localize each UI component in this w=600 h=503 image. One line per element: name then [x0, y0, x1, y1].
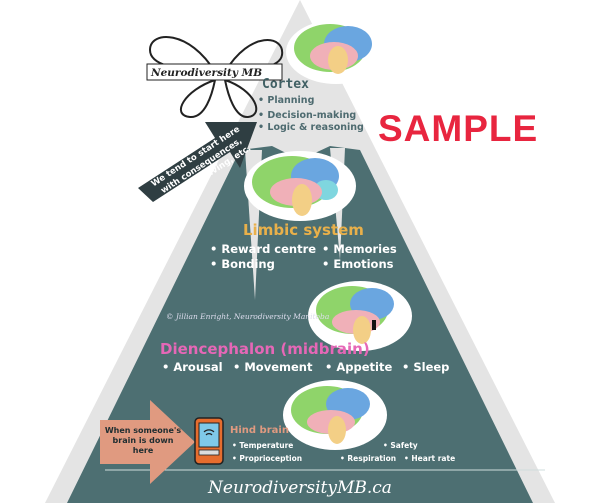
- limbic-item: • Emotions: [322, 257, 394, 271]
- brain-down-here-arrow: [100, 400, 195, 484]
- pyramid-teal: [67, 146, 533, 503]
- diencephalon-item: • Arousal: [162, 360, 223, 374]
- limbic-item: • Bonding: [210, 257, 275, 271]
- hindbrain-item: • Heart rate: [404, 454, 456, 463]
- cortex-list: • Planning • Decision-making • Logic & r…: [258, 95, 364, 134]
- phone-signal-icon: [194, 417, 224, 465]
- cortex-item: • Decision-making: [258, 110, 357, 121]
- butterfly-logo: [146, 36, 284, 119]
- copyright-credit: © Jillian Enright, Neurodiversity Manito…: [166, 312, 330, 321]
- diencephalon-item: • Movement: [233, 360, 313, 374]
- website-url: NeurodiversityMB.ca: [208, 478, 392, 498]
- sample-watermark: SAMPLE: [378, 108, 539, 149]
- brain-image-limbic: [244, 151, 356, 221]
- limbic-item: • Reward centre: [210, 242, 317, 256]
- brain-down-here-note: When someone's brain is down here: [104, 426, 182, 455]
- brain-image-cortex: [286, 20, 386, 84]
- hindbrain-title: Hind brain: [230, 425, 289, 436]
- diencephalon-item: • Sleep: [402, 360, 450, 374]
- hindbrain-item: • Safety: [383, 441, 418, 450]
- brain-image-hindbrain: [283, 380, 387, 450]
- diencephalon-title: Diencephalon (midbrain): [160, 340, 370, 358]
- brain-image-diencephalon: [308, 281, 412, 351]
- cortex-title: Cortex: [262, 77, 309, 92]
- logo-text: Neurodiversity MB: [151, 67, 263, 79]
- limbic-item: • Memories: [322, 242, 397, 256]
- hindbrain-item: • Proprioception: [232, 454, 303, 463]
- cortex-item: • Logic & reasoning: [258, 122, 364, 133]
- diencephalon-item: • Appetite: [325, 360, 393, 374]
- start-here-arrow: [138, 122, 257, 202]
- hindbrain-item: • Respiration: [340, 454, 397, 463]
- limbic-title: Limbic system: [243, 221, 364, 239]
- hindbrain-item: • Temperature: [232, 441, 294, 450]
- cortex-item: • Planning: [258, 95, 315, 106]
